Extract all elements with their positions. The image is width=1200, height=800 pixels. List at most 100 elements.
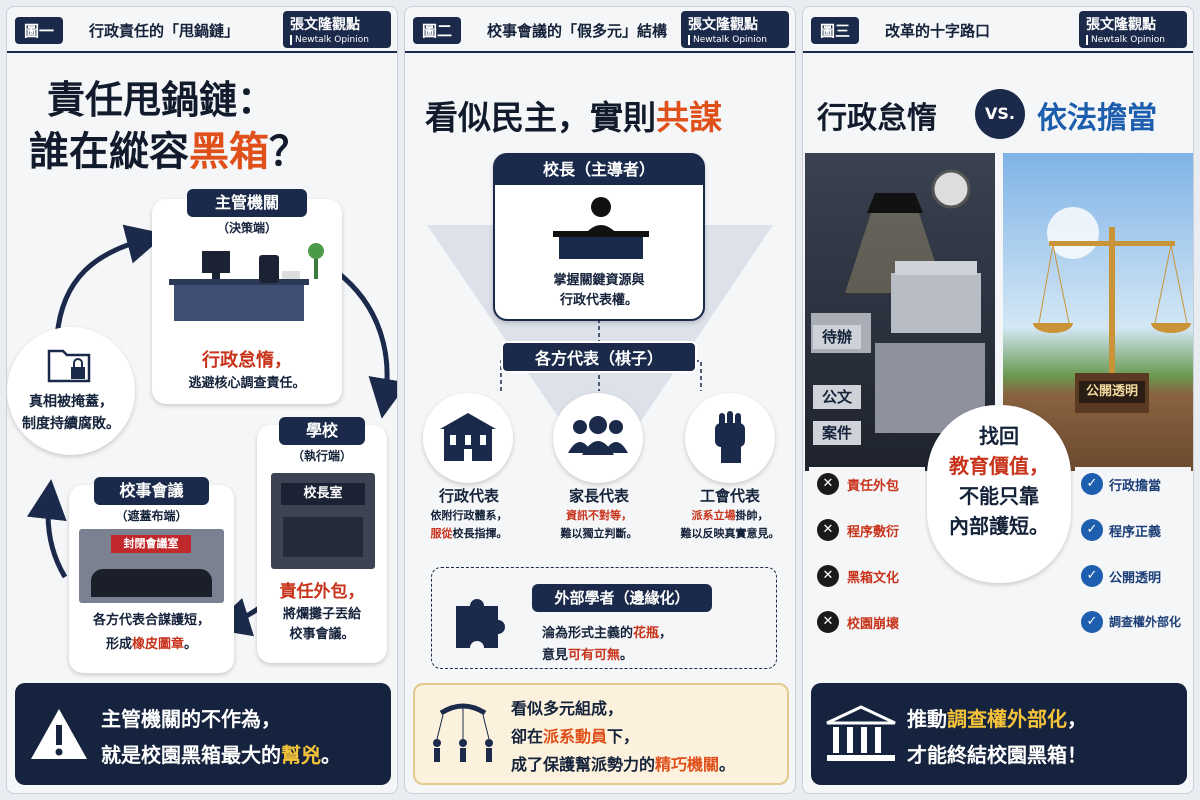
office-desk-icon: [169, 243, 324, 321]
panel-reform-crossroads: 圖三 改革的十字路口 張文隆觀點 Newtalk Opinion 行政怠惰 VS.…: [802, 6, 1194, 794]
principal-label: 校長（主導者）: [495, 155, 703, 185]
good-item: 行政擔當: [1109, 479, 1162, 494]
bad-item: 責任外包: [847, 479, 900, 494]
principal-podium-icon: [553, 197, 649, 259]
banner-line-2: 才能終結校園黑箱！: [907, 743, 1087, 767]
title-line-2: 誰在縱容黑箱？: [29, 129, 309, 175]
authority-failure: 行政怠惰，: [202, 350, 292, 371]
authority-card: 主管機關 （決策端） 行政怠惰， 逃避核心調查責任。: [152, 189, 342, 404]
scholar-box: 外部學者（邊緣化） 淪為形式主義的花瓶， 意見可有可無。: [431, 567, 777, 669]
coverup-text-1: 真相被掩蓋，: [29, 394, 113, 410]
principal-desc-2: 行政代表權。: [559, 293, 638, 308]
scholar-desc-2: 意見可有可無。: [542, 648, 634, 663]
figure-number: 圖三: [811, 17, 860, 44]
brand-badge: 張文隆觀點 Newtalk Opinion: [681, 11, 789, 48]
authority-role: （決策端）: [216, 221, 277, 235]
case-tag: 案件: [813, 421, 861, 445]
parent-rep-circle: [553, 393, 643, 483]
good-item: 程序正義: [1109, 525, 1162, 540]
center-line-2: 教育價值，: [949, 454, 1049, 478]
parent-rep-desc-2: 難以獨立判斷。: [560, 527, 638, 540]
x-mark-icon: ✕: [817, 611, 839, 633]
raised-fist-icon: [715, 411, 745, 463]
brand-name: 張文隆觀點: [1086, 17, 1156, 33]
title-right: 依法擔當: [1037, 101, 1157, 136]
union-rep-desc-1: 派系立場掛帥，: [691, 509, 769, 522]
authority-desc: 逃避核心調查責任。: [188, 376, 306, 391]
pending-tag: 待辦: [813, 325, 861, 349]
principal-card: 校長（主導者） 掌握關鍵資源與 行政代表權。: [493, 153, 705, 321]
council-label: 校事會議: [94, 477, 209, 505]
courthouse-icon: [826, 705, 896, 761]
center-line-4: 內部護短。: [949, 514, 1049, 538]
good-item: 調查權外部化: [1109, 615, 1182, 629]
parent-rep-label: 家長代表: [568, 487, 629, 505]
warning-icon: [31, 709, 87, 759]
bad-item: 程序敷衍: [847, 525, 900, 540]
x-mark-icon: ✕: [817, 473, 839, 495]
check-mark-icon: ✓: [1081, 473, 1103, 495]
locked-folder-icon: [47, 349, 91, 383]
school-desc-2: 校事會議。: [289, 627, 355, 642]
scholar-desc-1: 淪為形式主義的花瓶，: [542, 626, 673, 641]
office-sign: 校長室: [281, 483, 365, 505]
council-desc-2: 形成橡皮圖章。: [105, 637, 198, 652]
title-left: 行政怠惰: [817, 101, 937, 136]
union-rep-label: 工會代表: [699, 487, 760, 505]
check-mark-icon: ✓: [1081, 519, 1103, 541]
brand-english: Newtalk Opinion: [688, 35, 782, 45]
school-failure: 責任外包，: [279, 582, 365, 602]
brand-name: 張文隆觀點: [688, 17, 758, 33]
union-rep-desc-2: 難以反映真實意見。: [680, 527, 780, 540]
check-mark-icon: ✓: [1081, 611, 1103, 633]
bottom-banner: 推動調查權外部化， 才能終結校園黑箱！: [811, 683, 1187, 785]
transparency-plaque: 公開透明: [1079, 381, 1145, 403]
banner-line-1: 推動調查權外部化，: [907, 707, 1087, 731]
document-tag: 公文: [813, 385, 861, 409]
coverup-text-2: 制度持續腐敗。: [22, 416, 120, 432]
school-label: 學校: [279, 417, 365, 445]
panel-subtitle: 改革的十字路口: [885, 22, 991, 40]
bad-item: 黑箱文化: [847, 571, 900, 586]
figure-number: 圖一: [15, 17, 64, 44]
puzzle-piece-icon: [456, 599, 505, 648]
people-group-icon: [568, 416, 628, 455]
banner-line-2: 卻在派系動員下，: [511, 727, 640, 746]
center-line-1: 找回: [979, 424, 1019, 448]
scholar-label: 外部學者（邊緣化）: [532, 584, 712, 612]
school-role: （執行端）: [291, 449, 352, 463]
vs-badge: VS.: [975, 89, 1025, 139]
brand-english: Newtalk Opinion: [1086, 35, 1180, 45]
council-card: 校事會議 （遮蓋布端） 封閉會議室 各方代表合謀護短， 形成橡皮圖章。: [69, 477, 234, 673]
admin-rep-circle: [423, 393, 513, 483]
school-card: 學校 （執行端） 校長室 責任外包， 將爛攤子丟給 校事會議。: [257, 417, 387, 663]
brand-name: 張文隆觀點: [290, 17, 360, 33]
x-mark-icon: ✕: [817, 565, 839, 587]
panel-header: 圖三 改革的十字路口 張文隆觀點 Newtalk Opinion: [803, 7, 1193, 53]
representatives-label: 各方代表（棋子）: [501, 341, 697, 373]
panel-subtitle: 行政責任的「甩鍋鏈」: [89, 22, 240, 40]
banner-line-1: 看似多元組成，: [511, 699, 624, 718]
parent-rep-desc-1: 資訊不對等，: [566, 509, 632, 522]
admin-rep-label: 行政代表: [438, 487, 499, 505]
closed-room-sign: 封閉會議室: [111, 535, 191, 553]
banner-line-2: 就是校園黑箱最大的幫兇。: [101, 743, 341, 767]
center-line-3: 不能只靠: [959, 484, 1039, 508]
closed-meeting-room-icon: 封閉會議室: [79, 529, 224, 603]
bottom-banner: 看似多元組成， 卻在派系動員下， 成了保護幫派勢力的精巧機關。: [413, 683, 789, 785]
council-role: （遮蓋布端）: [115, 509, 188, 523]
coverup-circle: 真相被掩蓋， 制度持續腐敗。: [7, 327, 135, 455]
banner-line-1: 主管機關的不作為，: [101, 707, 281, 731]
panel-title: 看似民主，實則共謀: [425, 98, 722, 137]
principal-office-icon: 校長室: [271, 473, 375, 569]
x-mark-icon: ✕: [817, 519, 839, 541]
admin-rep-desc-1: 依附行政體系，: [430, 509, 508, 522]
council-desc-1: 各方代表合謀護短，: [92, 613, 210, 628]
authority-label: 主管機關: [187, 189, 307, 217]
puppet-strings-icon: [433, 703, 493, 762]
panel-subtitle: 校事會議的「假多元」結構: [487, 22, 668, 40]
bad-item: 校園崩壞: [847, 617, 900, 632]
